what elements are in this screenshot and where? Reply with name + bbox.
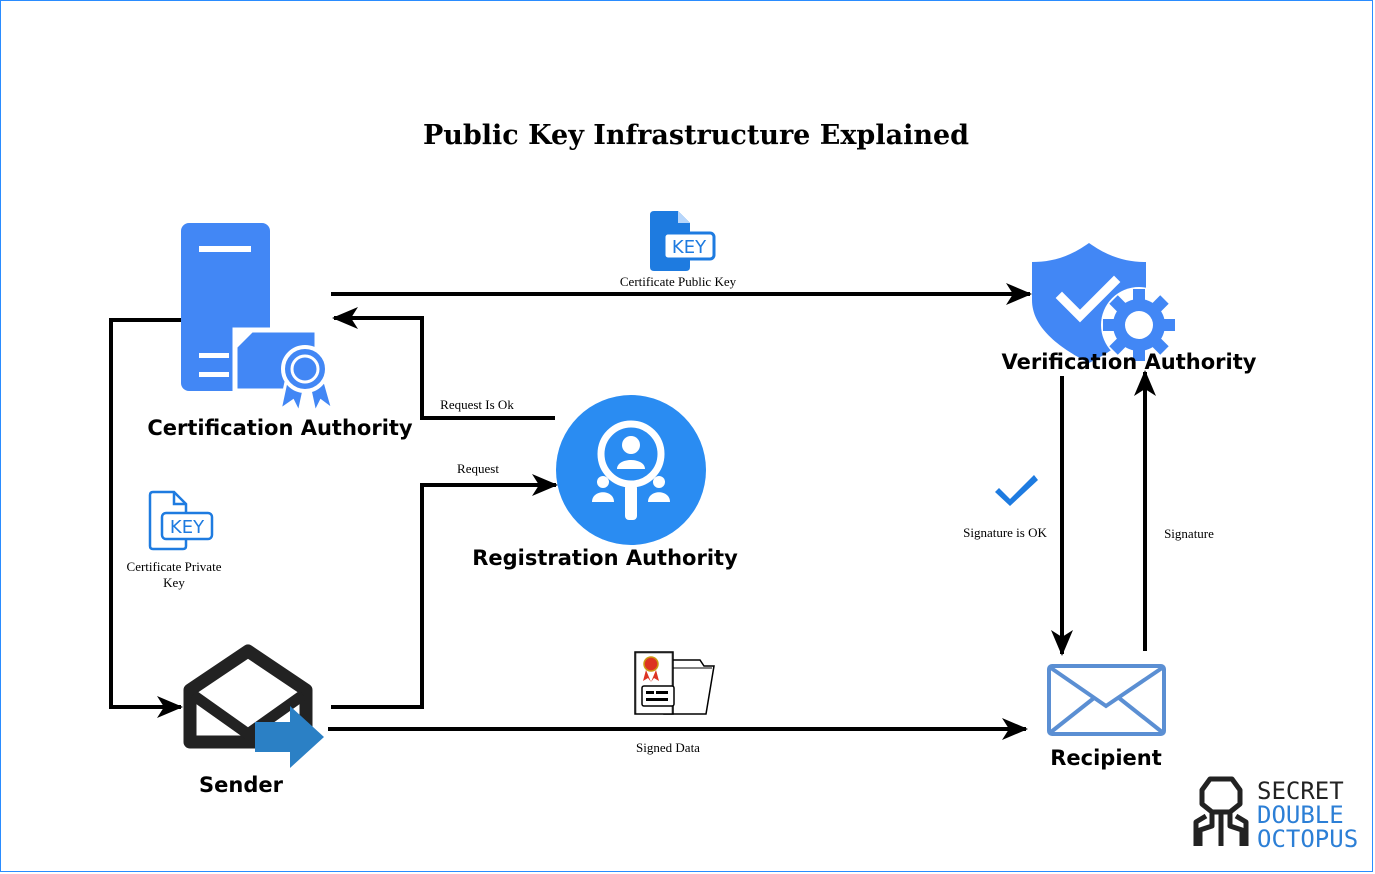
public-key-file-icon: KEY <box>650 211 716 271</box>
edge-label-certificate-private-key-line2: Key <box>163 575 185 590</box>
logo-text-octopus: OCTOPUS <box>1257 825 1358 853</box>
edge-label-signed-data: Signed Data <box>636 740 700 755</box>
node-label-certification-authority: Certification Authority <box>147 416 413 440</box>
signed-document-folder-icon <box>634 651 715 715</box>
private-key-file-icon: KEY <box>148 490 214 551</box>
page-title: Public Key Infrastructure Explained <box>423 120 969 151</box>
node-label-recipient: Recipient <box>1050 746 1162 770</box>
octopus-icon <box>1193 776 1249 846</box>
edge-label-certificate-private-key-line1: Certificate Private <box>127 559 222 574</box>
logo-text-double: DOUBLE <box>1257 801 1344 829</box>
arrow-ca-to-sender <box>109 318 183 718</box>
edge-label-request: Request <box>457 461 499 476</box>
key-badge-private: KEY <box>170 517 205 538</box>
server-certificate-icon <box>181 223 336 418</box>
user-search-icon <box>556 395 706 545</box>
envelope-icon <box>1047 664 1166 736</box>
checkmark-icon <box>995 475 1038 506</box>
node-label-registration-authority: Registration Authority <box>472 546 738 570</box>
send-mail-icon <box>183 644 324 768</box>
arrow-ra-to-ca <box>332 307 555 420</box>
edge-label-signature: Signature <box>1164 526 1214 541</box>
edge-label-request-is-ok: Request Is Ok <box>440 397 514 412</box>
node-label-sender: Sender <box>199 773 284 797</box>
edge-label-signature-is-ok: Signature is OK <box>963 525 1047 540</box>
shield-gear-icon <box>1032 243 1177 363</box>
secret-double-octopus-logo: SECRET DOUBLE OCTOPUS <box>1193 776 1358 853</box>
arrow-sender-to-ra <box>331 474 558 709</box>
node-label-verification-authority: Verification Authority <box>1002 350 1257 374</box>
edge-label-certificate-public-key: Certificate Public Key <box>620 274 737 289</box>
logo-text-secret: SECRET <box>1257 777 1344 805</box>
key-badge-public: KEY <box>672 237 707 258</box>
